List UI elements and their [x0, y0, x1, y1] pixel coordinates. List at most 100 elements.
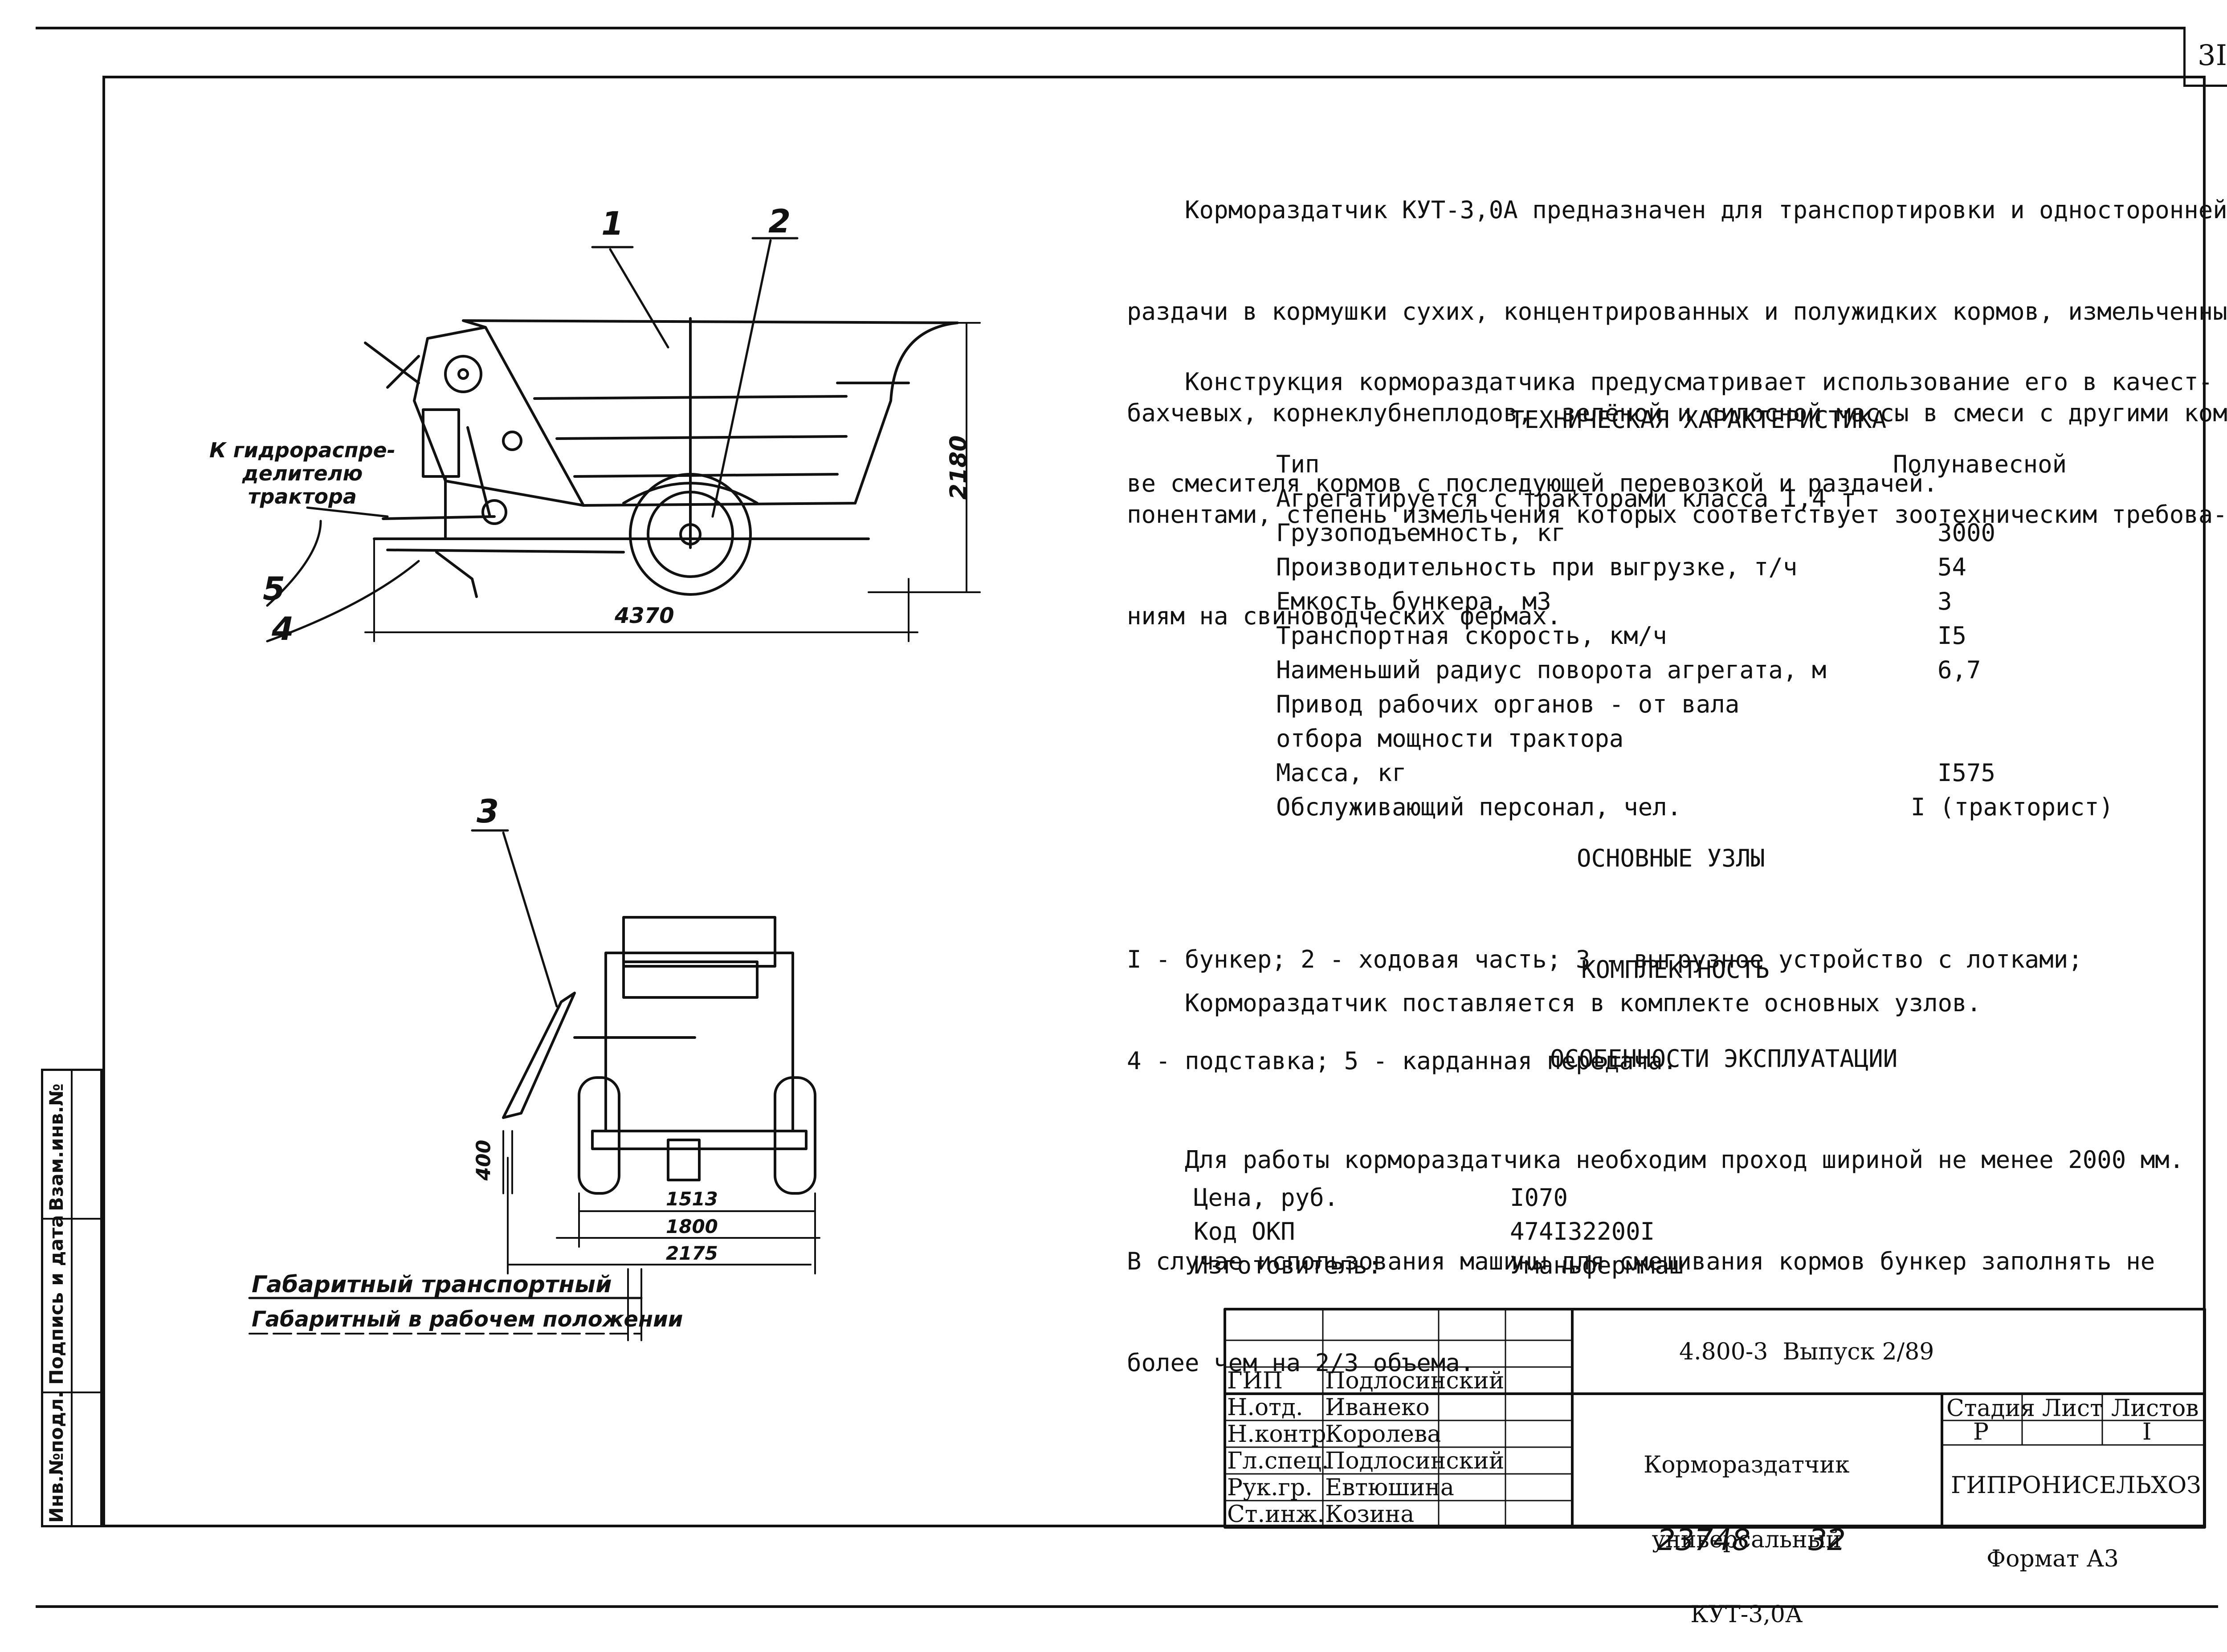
format-label: Формат А3: [1986, 1546, 2119, 1572]
info-label: Код ОКП: [1194, 1217, 1295, 1245]
tech-value: I575: [1937, 759, 1996, 787]
stamp-name: Евтюшина: [1325, 1474, 1454, 1501]
cardan-shaft: [382, 515, 496, 520]
tech-label: Производительность при выгрузке, т/ч: [1276, 553, 1798, 581]
drawing-frame: [102, 76, 2206, 1527]
stamp-role: ГИП: [1227, 1367, 1283, 1394]
title-block-border: [1224, 1308, 2206, 1529]
support-stand: [435, 551, 478, 598]
stamp-org: ГИПРОНИСЕЛЬХОЗ: [1951, 1472, 2201, 1499]
usage-text: Для работы кормораздатчика необходим про…: [1127, 1146, 2184, 1377]
tech-label: Масса, кг: [1276, 759, 1407, 787]
stamp-sheet-header: Лист: [2042, 1395, 2103, 1422]
part-label-1: 1: [601, 205, 624, 242]
stamp-title: Кормораздатчик универсальный КУТ-3,0А: [1644, 1452, 1850, 1628]
stamp-sheets-header: Листов: [2111, 1395, 2199, 1422]
hydraulic-note: К гидрораспре- делителю трактора: [209, 438, 396, 509]
sheet-reference: 32: [1808, 1523, 1846, 1557]
front-left-wheel: [578, 1076, 620, 1195]
info-value: I070: [1510, 1184, 1568, 1212]
lever: [364, 342, 420, 384]
stamp-name: Иванеко: [1325, 1394, 1430, 1421]
leader-5: [266, 520, 322, 607]
tech-label: Тип: [1276, 450, 1320, 478]
info-value: 474I32200I: [1510, 1217, 1655, 1245]
side-stamp: [41, 1069, 102, 1527]
tech-label: Транспортная скорость, км/ч: [1276, 622, 1667, 650]
dim-length-label: 4370: [615, 603, 674, 628]
mechanism-pulley-hub: [457, 368, 469, 380]
intro-paragraph-1: Кормораздатчик КУТ-3,0А предназначен для…: [1127, 196, 2227, 630]
hopper-body: [462, 319, 959, 507]
stamp-name: Козина: [1325, 1501, 1415, 1528]
tech-label: отбора мощности трактора: [1276, 724, 1624, 753]
side-wheel-rim: [647, 491, 734, 578]
legend-transport: Габаритный транспортный: [252, 1271, 612, 1298]
chassis-frame: [386, 549, 625, 553]
gearbox: [422, 408, 460, 478]
tech-label: Обслуживающий персонал, чел.: [1276, 793, 1682, 821]
side-wheel-hub: [679, 523, 702, 545]
tech-value: 3: [1937, 587, 1952, 615]
stamp-stage-value: Р: [1973, 1419, 1989, 1445]
sheet-number: 3I: [2183, 27, 2227, 87]
info-value: Уманьферммаш: [1510, 1251, 1684, 1279]
leader-1: [609, 248, 669, 349]
dim-height-label: 2180: [945, 435, 972, 500]
stamp-role: Рук.гр.: [1227, 1474, 1313, 1501]
part-label-5: 5: [263, 570, 286, 607]
legend-working: Габаритный в рабочем положении: [252, 1307, 683, 1332]
tech-value: 3000: [1937, 519, 1996, 547]
leader-3: [502, 831, 558, 1008]
dim-1800-label: 1800: [666, 1216, 718, 1237]
tech-value: I5: [1937, 622, 1967, 650]
stamp-role: Н.контр.: [1227, 1421, 1334, 1448]
dim-1513-label: 1513: [666, 1188, 718, 1210]
stamp-name: Королева: [1325, 1421, 1441, 1448]
dim-400-label: 400: [472, 1139, 495, 1181]
leader-note: [306, 506, 389, 518]
stamp-role: Гл.спец.: [1227, 1448, 1329, 1474]
tech-title: ТЕХНИЧЕСКАЯ ХАРАКТЕРИСТИКА: [1510, 406, 1887, 434]
leader-2: [711, 239, 772, 518]
mechanism-rod: [466, 426, 491, 518]
part-label-2: 2: [768, 203, 791, 240]
tech-label: Наименьший радиус поворота агрегата, м: [1276, 656, 1827, 684]
stamp-doc-code: 4.800-3 Выпуск 2/89: [1679, 1339, 1934, 1365]
front-hopper-top: [622, 916, 776, 968]
part-label-3: 3: [477, 793, 499, 830]
hopper-rib: [555, 435, 848, 440]
usage-title: ОСОБЕННОСТИ ЭКСПЛУАТАЦИИ: [1550, 1045, 1898, 1073]
units-list: I - бункер; 2 - ходовая часть; 3 - выгру…: [1127, 945, 2083, 1075]
lever: [386, 355, 420, 389]
complete-text: Кормораздатчик поставляется в комплекте …: [1127, 989, 1982, 1017]
stamp-role: Н.отд.: [1227, 1394, 1303, 1421]
tech-label: Агрегатируется с тракторами класса I,4 т: [1276, 484, 1856, 513]
part-label-4: 4: [272, 610, 294, 647]
complete-title: КОМПЛЕКТНОСТЬ: [1581, 956, 1770, 984]
mechanism-sprocket: [502, 431, 522, 451]
tech-label: Привод рабочих органов - от вала: [1276, 690, 1740, 718]
units-title: ОСНОВНЫЕ УЗЛЫ: [1577, 844, 1765, 872]
mechanism-pulley: [444, 355, 482, 393]
info-label: Цена, руб.: [1194, 1184, 1339, 1212]
stamp-name: Подлосинский: [1325, 1367, 1505, 1394]
info-label: Изготовитель:: [1194, 1251, 1382, 1279]
stamp-stage-header: Стадия: [1946, 1395, 2035, 1422]
tech-value: I (тракторист): [1911, 793, 2114, 821]
stamp-name: Подлосинский: [1325, 1448, 1505, 1474]
tech-label: Емкость бункера, м3: [1276, 587, 1551, 615]
hopper-front: [413, 326, 585, 507]
tech-value: 6,7: [1937, 656, 1981, 684]
leader-4: [266, 560, 420, 643]
front-hopper: [604, 952, 794, 1132]
mechanism-sprocket: [481, 499, 507, 525]
front-right-wheel: [774, 1076, 816, 1195]
tech-value: 54: [1937, 553, 1967, 581]
wheel-fender: [622, 482, 759, 505]
front-hopper-window: [622, 960, 759, 999]
dim-2175-label: 2175: [666, 1242, 718, 1264]
front-support: [667, 1139, 701, 1181]
stamp-role: Ст.инж.: [1227, 1501, 1325, 1528]
